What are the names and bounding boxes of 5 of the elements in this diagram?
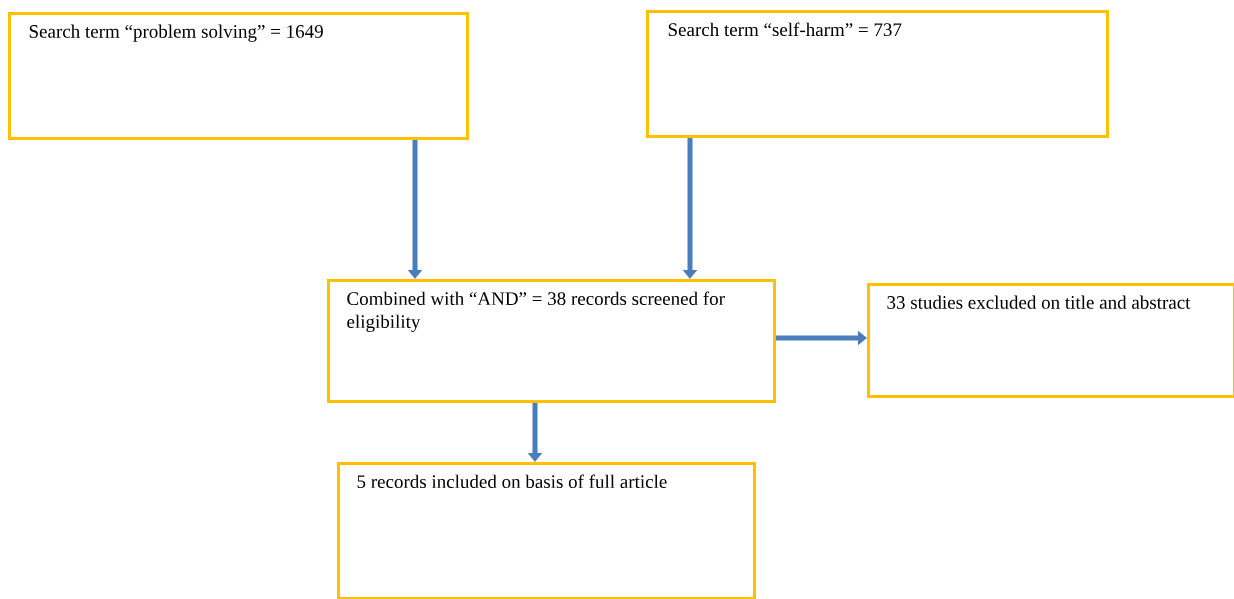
process-box: 5 records included on basis of full article: [337, 462, 756, 599]
process-box: 33 studies excluded on title and abstract: [867, 283, 1234, 398]
process-box: Search term “self-harm” = 737: [646, 10, 1109, 138]
process-box: Combined with “AND” = 38 records screened for eligibility: [327, 279, 776, 403]
process-box: Search term “problem solving” = 1649: [8, 12, 469, 140]
